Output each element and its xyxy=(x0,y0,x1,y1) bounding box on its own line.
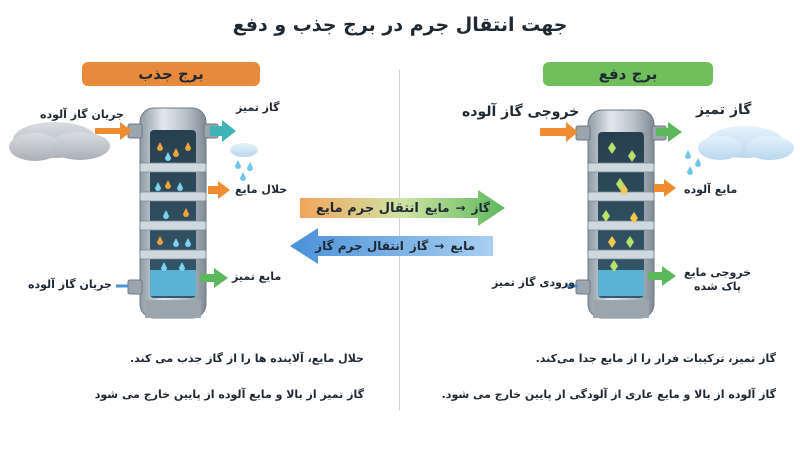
center-arrow2-text: انتقال جرم گاز گاز → مایع xyxy=(315,239,475,253)
center-arrow-gas-to-liquid xyxy=(290,228,493,264)
absorption-solvent-arrow xyxy=(208,181,230,199)
absorption-clean-liquid-arrow xyxy=(200,268,228,288)
stripping-clean-gas-arrow xyxy=(656,122,682,142)
arrow2-from: گاز xyxy=(409,239,429,253)
arrow1-from: مایع xyxy=(424,201,450,215)
absorption-tower xyxy=(9,107,258,319)
stripping-out-gas-arrow xyxy=(540,122,578,142)
center-arrow-liquid-to-gas xyxy=(300,190,505,226)
stripping-desc-2: گاز آلوده از بالا و مایع عاری از آلودگی … xyxy=(441,388,776,401)
arrow1-to: گاز xyxy=(471,201,490,215)
arrow1-direction-icon: → xyxy=(455,201,466,215)
stripping-tower xyxy=(540,109,794,319)
stripping-out-liquid-label-2: پاک شده xyxy=(694,280,742,293)
absorption-bottom-gas-label: جریان گاز آلوده xyxy=(28,278,112,291)
absorption-clean-liquid-label: مایع تمیز xyxy=(232,270,282,283)
center-arrow1-text: انتقال جرم مایع مایع → گاز xyxy=(316,201,490,216)
stripping-out-gas-label: خروجی گاز آلوده xyxy=(462,104,580,120)
stripping-in-gas-label: ورودی گاز تمیز xyxy=(492,276,576,289)
absorption-header: برج جذب xyxy=(82,62,260,86)
stripping-dirty-liquid-arrow xyxy=(654,179,676,197)
page-title: جهت انتقال جرم در برج جذب و دفع xyxy=(232,14,568,36)
stripping-out-liquid-label-1: خروجی مایع xyxy=(684,266,752,279)
absorption-in-gas-label: جریان گاز آلوده xyxy=(40,108,124,121)
dirty-gas-cloud xyxy=(9,122,110,161)
arrow2-label: انتقال جرم گاز xyxy=(315,239,404,253)
clean-gas-drops xyxy=(230,143,258,181)
arrow2-to: مایع xyxy=(450,239,475,253)
stripping-desc-1: گاز تمیز، ترکیبات فرار را از مایع جدا می… xyxy=(535,352,776,365)
stripping-out-liquid-arrow xyxy=(648,266,676,286)
clean-gas-cloud xyxy=(698,126,794,160)
absorption-solvent-label: حلال مایع xyxy=(235,183,288,196)
absorption-desc-2: گاز تمیز از بالا و مایع آلوده از پایین خ… xyxy=(94,388,364,401)
stripping-header: برج دفع xyxy=(543,62,713,86)
stripping-dirty-liquid-label: مایع آلوده xyxy=(684,183,738,196)
stripping-clean-drops xyxy=(685,150,701,175)
arrow2-direction-icon: → xyxy=(434,239,445,253)
absorption-clean-gas-arrow xyxy=(210,120,236,142)
absorption-clean-gas-label: گاز تمیز xyxy=(236,101,280,114)
absorption-desc-1: حلال مایع، آلاینده ها را از گاز جذب می ک… xyxy=(129,352,364,365)
arrow1-label: انتقال جرم مایع xyxy=(316,201,419,216)
absorption-in-gas-arrow xyxy=(95,122,132,140)
stripping-clean-gas-label: گاز تمیز xyxy=(696,102,752,118)
